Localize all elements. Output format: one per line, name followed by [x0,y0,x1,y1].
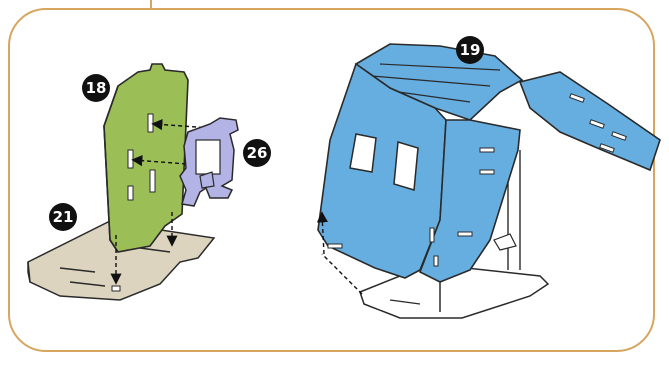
badge-26: 26 [243,139,271,167]
lavender-clip-part [180,118,238,206]
badge-18: 18 [82,74,110,102]
badge-21-label: 21 [53,208,74,226]
badge-18-label: 18 [86,79,107,97]
badge-21: 21 [49,203,77,231]
badge-19: 19 [456,36,484,64]
blue-shell-part [318,44,660,282]
badge-26-label: 26 [247,144,268,162]
green-panel-part [104,64,188,252]
badge-19-label: 19 [460,41,481,59]
guide-arrow-diagonal [322,254,362,294]
